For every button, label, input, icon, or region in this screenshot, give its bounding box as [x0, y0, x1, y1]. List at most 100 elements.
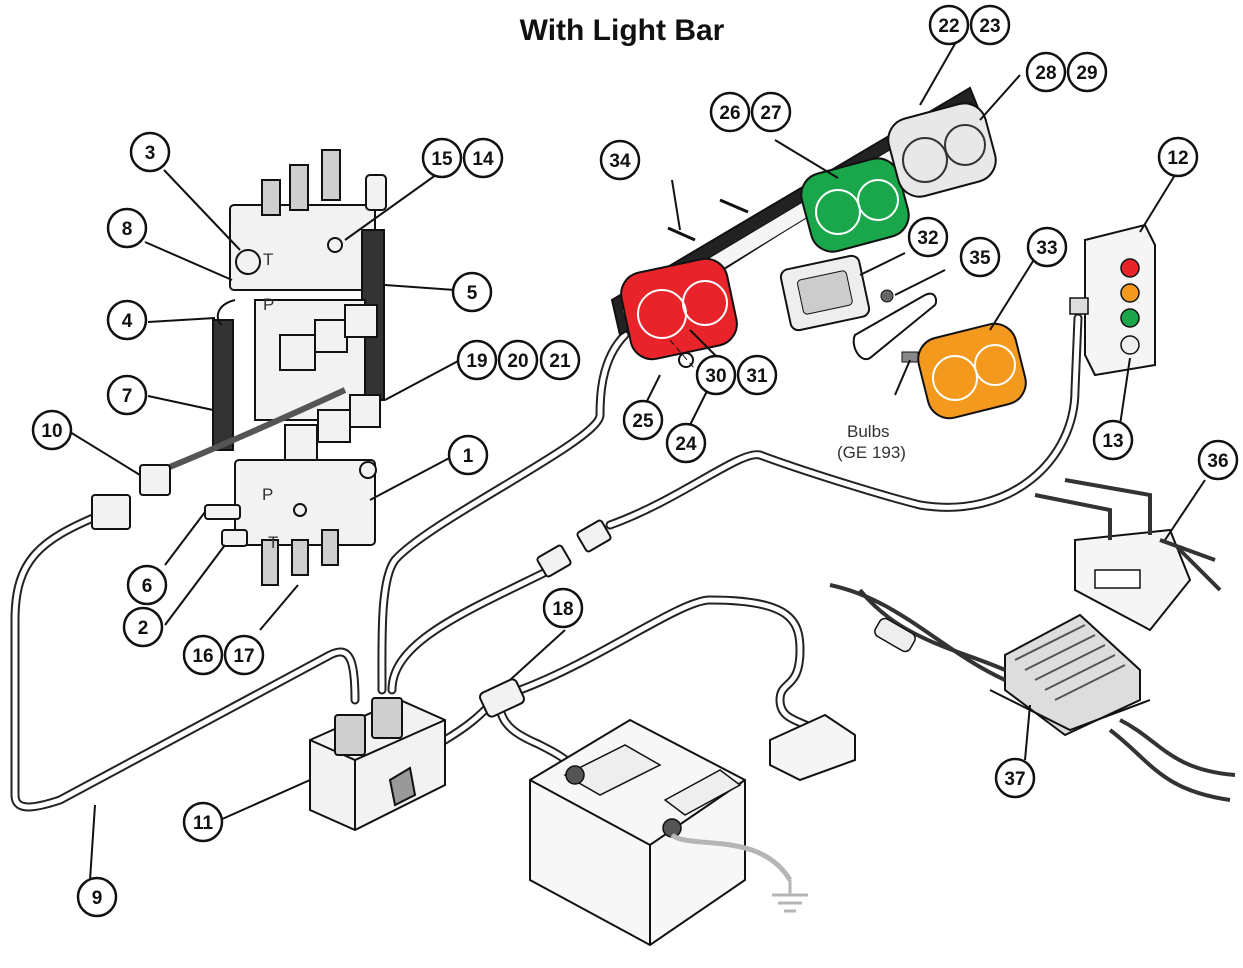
- bulbs-note-line2: (GE 193): [837, 443, 906, 462]
- callout-circle: [1197, 439, 1239, 481]
- valve-port-t-bottom: T: [268, 533, 278, 552]
- callout-label: 22: [938, 16, 959, 37]
- callout-c29: 29: [1066, 51, 1108, 93]
- red-lamp: [620, 257, 738, 361]
- callout-label: 5: [467, 283, 478, 304]
- callout-c22: 22: [928, 4, 970, 46]
- callout-label: 20: [507, 351, 528, 372]
- callout-circle: [462, 137, 504, 179]
- callout-label: 29: [1076, 63, 1097, 84]
- callout-c35: 35: [959, 236, 1001, 278]
- callout-circle: [106, 299, 148, 341]
- callout-c32: 32: [907, 216, 949, 258]
- callout-circle: [539, 339, 581, 381]
- callout-label: 28: [1035, 63, 1056, 84]
- callout-circle: [1092, 419, 1134, 461]
- callout-label: 33: [1036, 238, 1057, 259]
- callout-label: 32: [917, 228, 938, 249]
- callout-c7: 7: [106, 374, 148, 416]
- callout-label: 34: [609, 151, 631, 172]
- callout-circle: [542, 587, 584, 629]
- callout-label: 1: [463, 446, 474, 467]
- callout-circle: [122, 606, 164, 648]
- callout-label: 14: [472, 149, 494, 170]
- callout-c13: 13: [1092, 419, 1134, 461]
- callout-c1: 1: [447, 434, 489, 476]
- callout-circle: [182, 634, 224, 676]
- valve-port-t-top: T: [263, 250, 273, 269]
- callout-c33: 33: [1026, 226, 1068, 268]
- callout-circle: [447, 434, 489, 476]
- callout-c17: 17: [223, 634, 265, 676]
- callout-label: 30: [705, 366, 726, 387]
- valve-port-p-bottom: P: [262, 485, 273, 504]
- callout-c10: 10: [31, 409, 73, 451]
- callout-c11: 11: [182, 801, 224, 843]
- callout-label: 7: [122, 386, 133, 407]
- callout-label: 2: [138, 618, 149, 639]
- callout-label: 35: [969, 248, 991, 269]
- callout-label: 24: [675, 434, 697, 455]
- callout-label: 31: [746, 366, 768, 387]
- switch-box: [1069, 223, 1156, 377]
- callout-c6: 6: [126, 564, 168, 606]
- callout-c24: 24: [665, 422, 707, 464]
- callout-circle: [907, 216, 949, 258]
- callout-label: 16: [192, 646, 213, 667]
- callout-label: 23: [979, 16, 1000, 37]
- callout-c36: 36: [1197, 439, 1239, 481]
- callout-label: 15: [431, 149, 453, 170]
- callout-c23: 23: [969, 4, 1011, 46]
- callout-circle: [969, 4, 1011, 46]
- valve-port-p-top: P: [263, 295, 274, 314]
- callout-label: 17: [233, 646, 254, 667]
- callout-circle: [421, 137, 463, 179]
- diagram-title: With Light Bar: [520, 14, 725, 47]
- green-lamp: [800, 157, 910, 253]
- callout-c19: 19: [456, 339, 498, 381]
- callout-circle: [223, 634, 265, 676]
- callout-circle: [665, 422, 707, 464]
- callout-circle: [736, 354, 778, 396]
- leader-lines: [69, 34, 1206, 881]
- callout-label: 11: [193, 813, 214, 834]
- callout-c27: 27: [750, 91, 792, 133]
- callout-circle: [76, 876, 118, 918]
- callout-circle: [451, 271, 493, 313]
- callout-label: 10: [41, 421, 62, 442]
- cable-harness: [10, 313, 1083, 812]
- control-box: [309, 697, 446, 832]
- callout-circle: [959, 236, 1001, 278]
- callout-circle: [709, 91, 751, 133]
- battery: [529, 718, 793, 947]
- callout-label: 12: [1167, 148, 1188, 169]
- callout-label: 4: [122, 311, 133, 332]
- callout-circle: [497, 339, 539, 381]
- callout-c20: 20: [497, 339, 539, 381]
- callout-c12: 12: [1157, 136, 1199, 178]
- callout-circle: [31, 409, 73, 451]
- callout-c34: 34: [599, 139, 641, 181]
- callout-c26: 26: [709, 91, 751, 133]
- callout-label: 25: [632, 411, 654, 432]
- callout-circle: [750, 91, 792, 133]
- callout-label: 37: [1004, 769, 1025, 790]
- charger-module: [829, 583, 1236, 802]
- callout-label: 3: [145, 143, 156, 164]
- light-bar: [610, 86, 1027, 420]
- callout-label: 18: [552, 599, 573, 620]
- callout-label: 13: [1102, 431, 1123, 452]
- callout-circle: [928, 4, 970, 46]
- callout-circle: [1026, 226, 1068, 268]
- callout-c2: 2: [122, 606, 164, 648]
- callout-circle: [1066, 51, 1108, 93]
- callout-circle: [129, 131, 171, 173]
- clear-lamp: [887, 102, 997, 198]
- callout-label: 9: [92, 888, 103, 909]
- callout-circle: [599, 139, 641, 181]
- callout-label: 27: [760, 103, 781, 124]
- callout-c9: 9: [76, 876, 118, 918]
- callout-circle: [182, 801, 224, 843]
- callout-c18: 18: [542, 587, 584, 629]
